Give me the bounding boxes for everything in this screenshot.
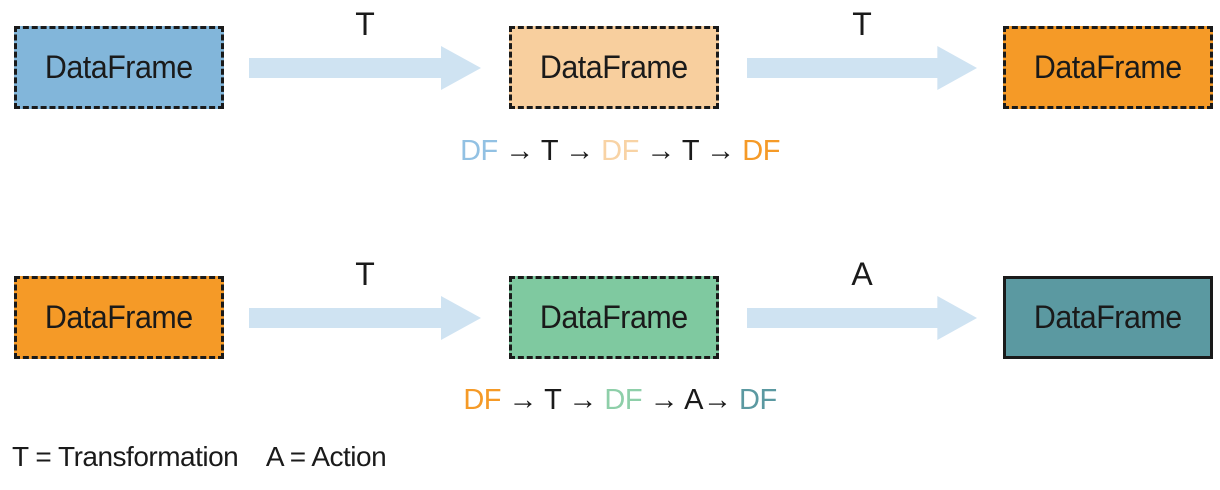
transformation-arrow-label: T [355, 256, 375, 292]
dataframe-label: DataFrame [45, 49, 193, 85]
dataframe-box: DataFrame [509, 276, 719, 359]
caption-segment: → [642, 384, 685, 416]
caption-segment: A [684, 384, 703, 416]
caption-segment: → [500, 384, 545, 416]
pipeline-caption: DF → T → DF → A→ DF [450, 384, 790, 417]
right-arrow-icon [747, 46, 977, 90]
caption-segment: DF [601, 135, 639, 167]
action-arrow-label: A [851, 256, 873, 292]
dataframe-label: DataFrame [540, 299, 688, 335]
caption-segment: → [560, 384, 605, 416]
dataframe-box: DataFrame [14, 26, 224, 109]
dataframe-label: DataFrame [540, 49, 688, 85]
dataframe-box: DataFrame [1003, 276, 1213, 359]
transformation-arrow-label: T [852, 6, 872, 42]
caption-segment: T [681, 135, 699, 167]
dataframe-label: DataFrame [45, 299, 193, 335]
caption-segment: → [702, 384, 739, 416]
caption-segment: → [497, 135, 541, 167]
caption-segment: → [557, 135, 602, 167]
dataframe-box: DataFrame [14, 276, 224, 359]
dataframe-label: DataFrame [1034, 49, 1182, 85]
right-arrow-icon [249, 46, 481, 90]
pipeline-caption: DF → T → DF → T → DF [450, 135, 790, 168]
caption-segment: DF [604, 384, 643, 416]
right-arrow-icon [747, 296, 977, 340]
caption-segment: T [544, 384, 561, 416]
transformation-arrow-label: T [355, 6, 375, 42]
dataframe-box: DataFrame [509, 26, 719, 109]
caption-segment: → [638, 135, 682, 167]
dataframe-label: DataFrame [1034, 299, 1182, 335]
dataframe-box: DataFrame [1003, 26, 1213, 109]
legend-text: T = Transformation A = Action [12, 441, 387, 472]
caption-segment: → [698, 135, 743, 167]
caption-segment: DF [742, 135, 780, 167]
caption-segment: DF [463, 384, 501, 416]
right-arrow-icon [249, 296, 481, 340]
caption-segment: DF [739, 384, 777, 416]
caption-segment: T [540, 135, 558, 167]
caption-segment: DF [460, 135, 498, 167]
